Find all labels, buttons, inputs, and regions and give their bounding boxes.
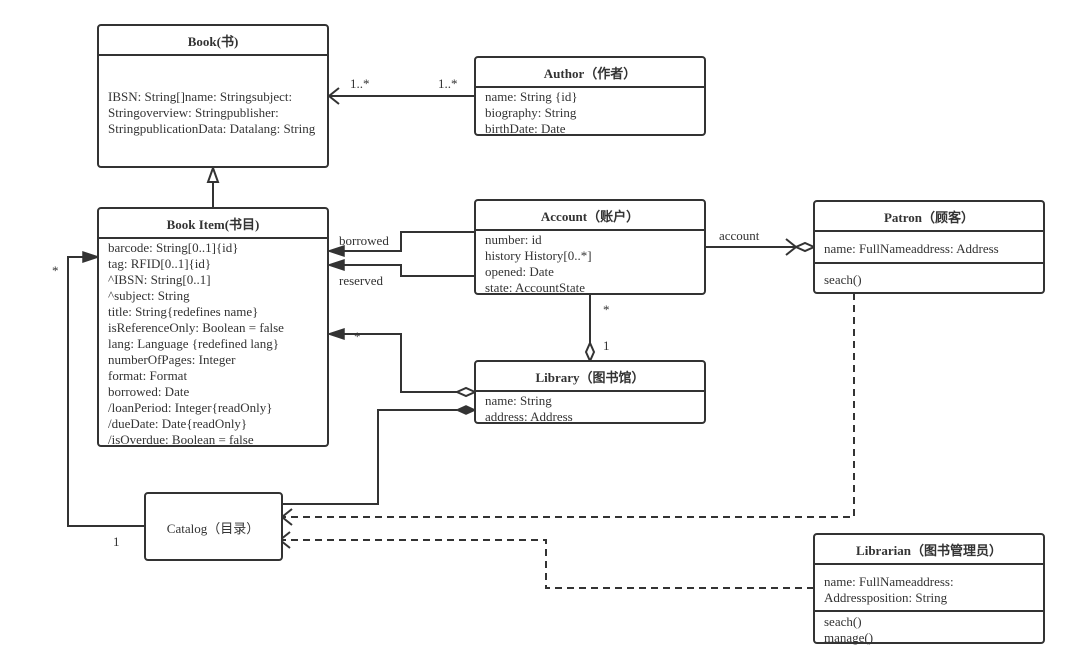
class-patron[interactable]: Patron（顾客） name: FullNameaddress: Addres…: [813, 200, 1045, 294]
mult-label: 1: [113, 534, 120, 549]
class-catalog[interactable]: Catalog（目录）: [144, 492, 283, 561]
attribute: history History[0..*]: [485, 248, 592, 263]
attribute: name: FullNameaddress: Address: [824, 241, 999, 256]
class-title: Patron（顾客）: [884, 210, 974, 225]
attribute: tag: RFID[0..1]{id}: [108, 256, 211, 271]
mult-label: 1..*: [350, 76, 370, 91]
class-librarian[interactable]: Librarian（图书管理员） name: FullNameaddress: …: [813, 533, 1045, 645]
attribute: ^IBSN: String[0..1]: [108, 272, 211, 287]
class-author[interactable]: Author（作者） name: String {id} biography: …: [474, 56, 706, 136]
attribute: name: String: [485, 393, 552, 408]
attribute: /dueDate: Date{readOnly}: [108, 416, 247, 431]
composition-library-catalog: [282, 405, 477, 505]
attribute: StringpublicationData: Datalang: String: [108, 121, 316, 136]
attribute: birthDate: Date: [485, 121, 566, 136]
attribute: numberOfPages: Integer: [108, 352, 236, 367]
association-author-book: 1..* 1..*: [327, 76, 475, 105]
class-book-item[interactable]: Book Item(书目) barcode: String[0..1]{id} …: [97, 207, 329, 447]
class-title: Librarian（图书管理员）: [856, 543, 1002, 558]
attribute: name: FullNameaddress:: [824, 574, 954, 589]
attribute: opened: Date: [485, 264, 554, 279]
borrowed-label: borrowed: [339, 233, 389, 248]
attribute: IBSN: String[]name: Stringsubject:: [108, 89, 292, 104]
aggregation-library-bookitem: *: [326, 327, 478, 398]
attribute: /isOverdue: Boolean = false: [108, 432, 254, 447]
association-borrowed: borrowed: [326, 231, 475, 258]
attribute: state: AccountState: [485, 280, 585, 295]
attribute: isReferenceOnly: Boolean = false: [108, 320, 284, 335]
attribute: biography: String: [485, 105, 577, 120]
aggregation-account-library: * 1: [584, 294, 610, 364]
class-title: Catalog（目录）: [167, 521, 259, 536]
mult-label: *: [52, 263, 59, 278]
class-title: Library（图书馆）: [535, 370, 644, 385]
attribute: Addressposition: String: [824, 590, 948, 605]
class-title: Author（作者）: [544, 66, 636, 81]
attribute: ^subject: String: [108, 288, 190, 303]
mult-label: *: [603, 302, 610, 317]
operation: seach(): [824, 272, 862, 287]
attribute: number: id: [485, 232, 542, 247]
operation: seach(): [824, 614, 862, 629]
attribute: lang: Language {redefined lang}: [108, 336, 279, 351]
aggregation-account-patron: account: [705, 228, 817, 256]
attribute: name: String {id}: [485, 89, 578, 104]
reserved-label: reserved: [339, 273, 384, 288]
association-reserved: reserved: [326, 258, 475, 288]
class-title: Account（账户）: [541, 209, 639, 224]
account-label: account: [719, 228, 760, 243]
class-title: Book Item(书目): [167, 217, 260, 232]
attribute: borrowed: Date: [108, 384, 189, 399]
generalization-bookitem-book: [206, 165, 220, 208]
class-account[interactable]: Account（账户） number: id history History[0…: [474, 199, 706, 295]
mult-label: 1..*: [438, 76, 458, 91]
association-catalog-bookitem: * 1: [52, 250, 145, 549]
mult-label: 1: [603, 338, 610, 353]
attribute: format: Format: [108, 368, 187, 383]
attribute: /loanPeriod: Integer{readOnly}: [108, 400, 272, 415]
class-library[interactable]: Library（图书馆） name: String address: Addre…: [474, 360, 706, 424]
attribute: barcode: String[0..1]{id}: [108, 240, 239, 255]
operation: manage(): [824, 630, 873, 645]
attribute: address: Address: [485, 409, 573, 424]
dependency-librarian-catalog: [278, 531, 814, 589]
attribute: Stringoverview: Stringpublisher:: [108, 105, 279, 120]
class-book[interactable]: Book(书) IBSN: String[]name: Stringsubjec…: [97, 24, 329, 168]
class-title: Book(书): [188, 34, 239, 49]
attribute: title: String{redefines name}: [108, 304, 258, 319]
mult-label: *: [354, 329, 361, 344]
